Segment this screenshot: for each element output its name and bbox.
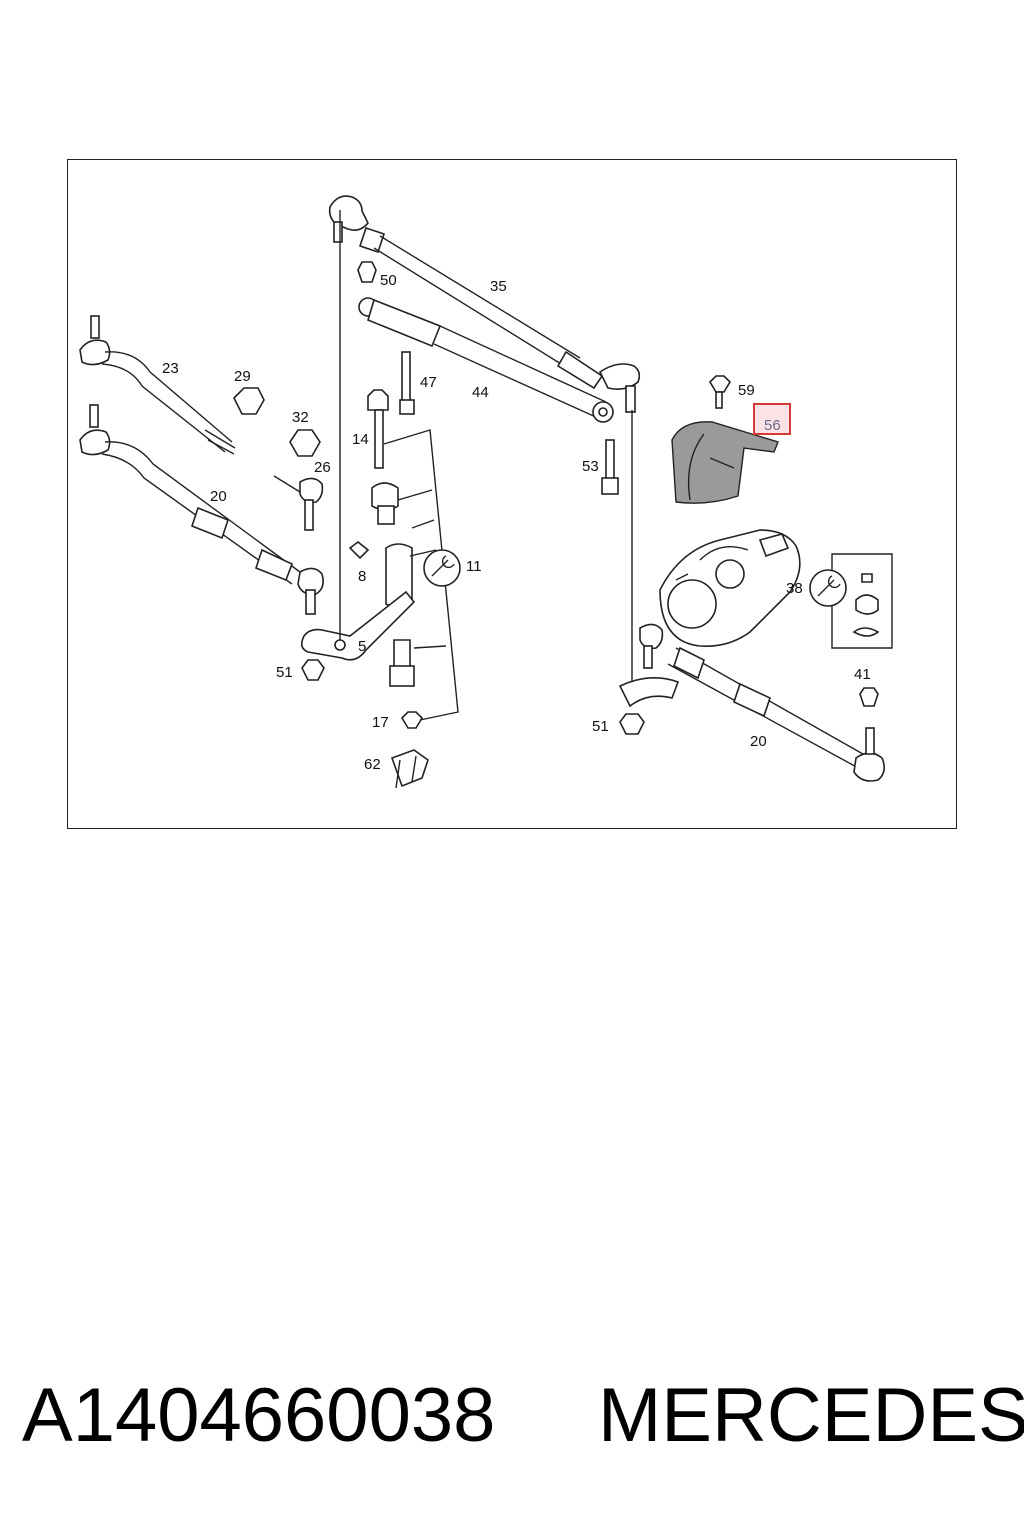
kit-box-38 [831,553,893,649]
callout-56: 56 [764,417,781,434]
tie-rod-23 [79,315,236,455]
heat-shield-56 [671,421,779,504]
nut-51-right [619,713,645,735]
callout-53: 53 [582,458,599,475]
callout-47: 47 [420,374,437,391]
ball-joint-26 [273,475,324,531]
callout-26: 26 [314,459,331,476]
part-number: A1404660038 [22,1373,496,1458]
bushing-group [348,482,424,729]
callout-20-right: 20 [750,733,767,750]
idler-arm-5 [300,590,416,661]
wrench-icon [423,549,461,587]
bolt-14 [367,389,389,469]
callout-8: 8 [358,568,366,585]
callout-51-right: 51 [592,718,609,735]
callout-62: 62 [364,756,381,773]
callout-17: 17 [372,714,389,731]
nut-32 [289,429,321,457]
callout-35: 35 [490,278,507,295]
nut-41 [859,687,879,707]
callout-20-left: 20 [210,488,227,505]
callout-5: 5 [358,638,366,655]
nut-51-left [301,659,325,681]
bolt-59 [708,375,732,409]
callout-32: 32 [292,409,309,426]
brand-name: MERCEDES [598,1373,1024,1458]
bolt-53 [601,439,619,495]
bracket-62 [390,749,429,789]
tie-rod-20-left [79,404,324,615]
damper-44 [358,297,614,423]
steering-gearbox [659,529,801,648]
callout-59: 59 [738,382,755,399]
highlight-box-56 [753,403,791,435]
bolt-47 [399,351,415,415]
tie-rod-35 [328,195,641,413]
callout-44: 44 [472,384,489,401]
callout-50: 50 [380,272,397,289]
wrench-icon [809,569,847,607]
callout-23: 23 [162,360,179,377]
nut-29 [233,387,265,415]
callout-38: 38 [786,580,803,597]
nut-50 [357,261,377,283]
callout-29: 29 [234,368,251,385]
callout-51-left: 51 [276,664,293,681]
footer: A1404660038 MERCEDES [0,1372,1024,1462]
callout-labels: 35 50 23 29 47 44 59 56 32 14 26 53 20 8… [162,272,871,773]
callout-41: 41 [854,666,871,683]
diagram-frame [67,159,957,829]
tie-rod-20-right [618,623,886,782]
callout-14: 14 [352,431,369,448]
callout-11: 11 [466,558,482,575]
